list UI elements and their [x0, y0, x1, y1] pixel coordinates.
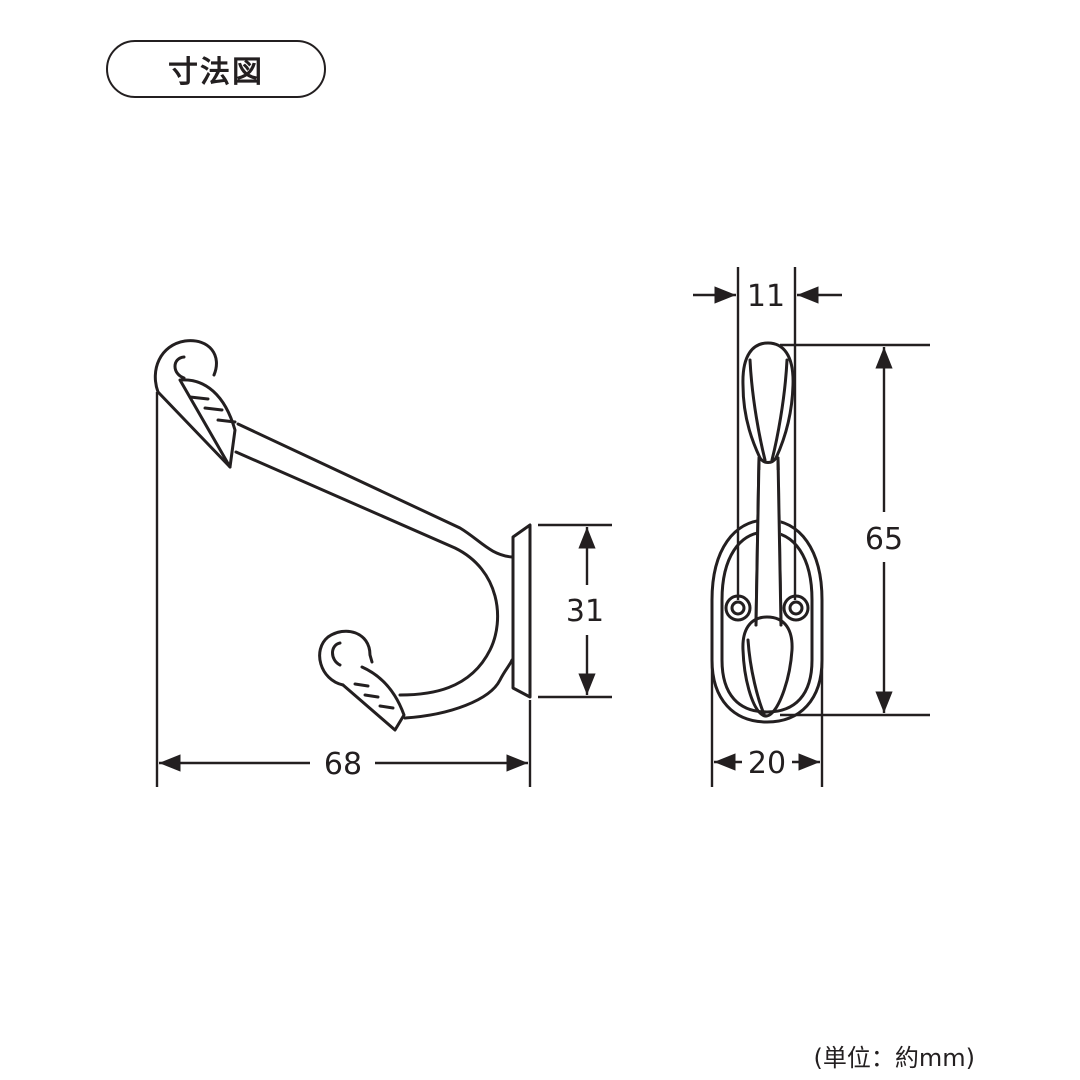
dimension-11: 11 — [693, 267, 842, 600]
unit-note: (単位：約mm) — [813, 1044, 975, 1072]
side-view-hook — [153, 339, 532, 732]
title-badge: 寸法図 — [106, 40, 326, 98]
dimension-label-31: 31 — [566, 594, 604, 629]
dimension-31: 31 — [538, 523, 612, 699]
front-view-hook — [710, 341, 824, 724]
dimension-label-65: 65 — [865, 522, 903, 557]
dimension-label-11: 11 — [747, 279, 785, 314]
dimension-65: 65 — [780, 343, 930, 717]
dimension-68: 68 — [155, 392, 532, 787]
dimension-20: 20 — [710, 642, 824, 787]
dimension-label-68: 68 — [324, 747, 362, 782]
dimension-label-20: 20 — [748, 746, 786, 781]
